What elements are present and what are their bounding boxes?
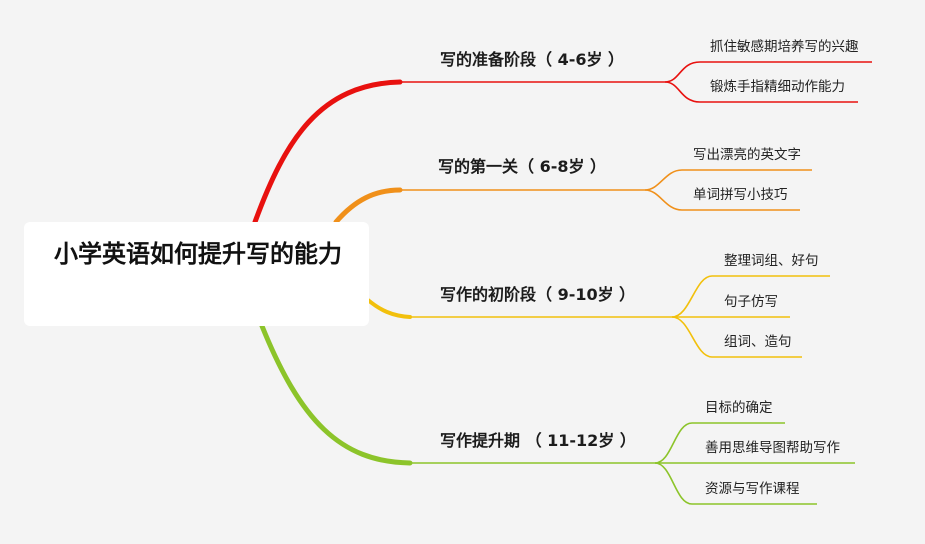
leaf-label-2-1: 写出漂亮的英文字 xyxy=(693,147,801,163)
leaf-connector-1-1 xyxy=(664,61,872,83)
leaf-connector-3-1 xyxy=(671,275,830,318)
trunk-yellow xyxy=(366,298,412,319)
leaf-connector-2-1 xyxy=(644,169,812,191)
leaf-label-4-1: 目标的确定 xyxy=(705,400,773,416)
leaf-label-4-2: 善用思维导图帮助写作 xyxy=(705,440,840,456)
leaf-label-2-2: 单词拼写小技巧 xyxy=(693,187,788,203)
branch-label-2: 写的第一关（ 6-8岁 ） xyxy=(438,157,607,176)
leaf-label-1-1: 抓住敏感期培养写的兴趣 xyxy=(710,39,859,55)
branch-label-4: 写作提升期 （ 11-12岁 ） xyxy=(440,431,636,450)
trunk-red xyxy=(252,79,403,225)
leaf-label-1-2: 锻炼手指精细动作能力 xyxy=(710,79,845,95)
leaf-label-3-3: 组词、造句 xyxy=(724,334,792,350)
leaf-label-4-3: 资源与写作课程 xyxy=(705,481,800,497)
leaf-connector-1-2 xyxy=(664,81,858,103)
leaf-connector-2-2 xyxy=(644,189,800,211)
branch-label-1: 写的准备阶段（ 4-6岁 ） xyxy=(440,50,625,69)
trunk-orange xyxy=(333,187,403,225)
leaf-connector-4-3 xyxy=(654,462,817,505)
leaf-label-3-1: 整理词组、好句 xyxy=(724,253,819,269)
leaf-connector-3-3 xyxy=(671,316,802,358)
branch-label-3: 写作的初阶段（ 9-10岁 ） xyxy=(440,285,636,304)
root-title: 小学英语如何提升写的能力 xyxy=(54,240,342,268)
leaf-label-3-2: 句子仿写 xyxy=(724,294,778,310)
trunk-green xyxy=(259,323,413,466)
root-node: 小学英语如何提升写的能力 xyxy=(24,222,369,326)
leaf-connector-4-1 xyxy=(654,422,785,464)
